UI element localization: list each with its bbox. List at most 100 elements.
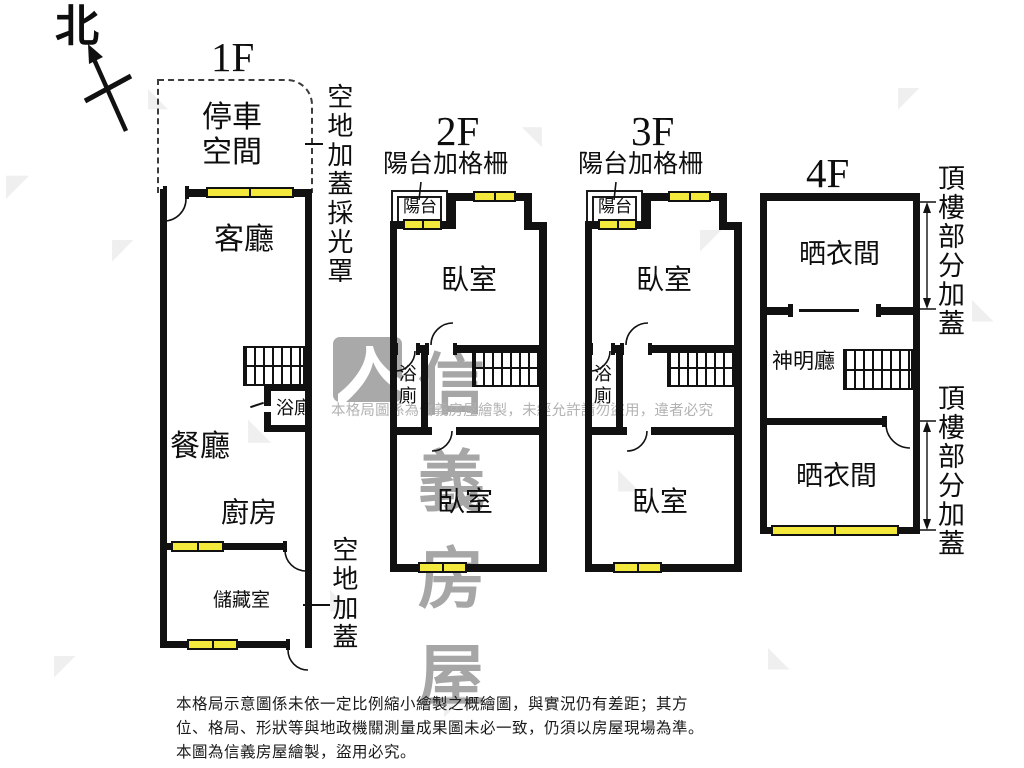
background-watermark-mark: ◣: [972, 293, 994, 324]
background-watermark-mark: ◣: [330, 583, 352, 614]
door-post: [876, 304, 881, 317]
door-arc: [163, 198, 187, 222]
room-label-living: 客廳: [214, 222, 274, 257]
annotation-open-land-cover: 空地加蓋: [327, 536, 358, 652]
room-label-bathroom-2f: 浴廁: [395, 364, 417, 408]
floor-title-3f: 3F: [631, 108, 675, 154]
window: [473, 191, 516, 202]
window: [418, 562, 467, 573]
room-label-drying-front: 晒衣間: [799, 239, 880, 270]
north-arrow-icon: [83, 44, 133, 132]
window: [613, 562, 662, 573]
disclaimer-text: 本格局示意圖係未依一定比例縮小繪製之概繪圖，與實況仍有差距；其方 位、格局、形狀…: [176, 692, 704, 764]
door-post: [882, 416, 887, 427]
room-label-bathroom-1f: 浴廁: [276, 398, 312, 419]
wall: [719, 222, 742, 230]
door-post: [416, 343, 420, 355]
window: [206, 187, 294, 198]
annotation-rooftop-cover-rear: 頂樓部分加蓋: [933, 384, 965, 558]
background-watermark-mark: ◤: [54, 649, 76, 680]
window: [403, 219, 442, 230]
door-post: [425, 343, 429, 355]
room-label-kitchen: 廚房: [221, 496, 278, 529]
wall: [539, 222, 547, 572]
wall: [651, 427, 742, 435]
annotation-balcony-grille-3f: 陽台加格柵: [578, 149, 704, 178]
room-label-bedroom-front-2f: 臥室: [441, 263, 498, 296]
door-post: [163, 186, 167, 199]
window: [598, 219, 637, 230]
door-arc: [431, 430, 453, 452]
window: [187, 639, 238, 650]
wall: [913, 193, 920, 534]
wall: [585, 221, 592, 572]
room-label-balcony-3f: 陽台: [598, 197, 632, 217]
background-watermark-mark: ◤: [898, 81, 920, 112]
door-arc: [430, 322, 454, 346]
room-label-shrine: 神明廳: [772, 349, 835, 373]
wall: [160, 189, 167, 648]
disclaimer-line: 位、格局、形狀等與地政機關測量成果圖未必一致，仍須以房屋現場為準。: [176, 719, 705, 737]
staircase: [667, 349, 734, 387]
wall: [760, 193, 920, 201]
sliding-door-leaf: [799, 309, 859, 312]
wall: [760, 418, 886, 425]
wall: [719, 193, 727, 230]
background-watermark-mark: ◥: [522, 120, 542, 150]
wall: [734, 222, 742, 572]
wall: [264, 412, 271, 432]
door-post: [589, 343, 593, 355]
door-arc: [394, 350, 416, 372]
door-post: [286, 639, 290, 650]
wall: [524, 193, 532, 230]
floor-title-4f: 4F: [806, 150, 850, 196]
background-watermark-mark: ◤: [112, 233, 134, 264]
background-watermark-mark: ◣: [768, 641, 790, 672]
door-arc: [287, 649, 309, 671]
room-label-bedroom-rear-3f: 臥室: [632, 485, 689, 518]
disclaimer-line: 本格局示意圖係未依一定比例縮小繪製之概繪圖，與實況仍有差距；其方: [176, 695, 689, 713]
wall: [880, 307, 920, 315]
door-post: [283, 541, 287, 552]
background-watermark-mark: ◤: [6, 169, 30, 202]
wall: [524, 222, 547, 230]
room-label-drying-rear: 晒衣間: [796, 461, 877, 492]
wall: [616, 353, 623, 429]
room-label-storage: 儲藏室: [213, 589, 271, 611]
room-label-dining: 餐廳: [170, 429, 230, 464]
door-arc: [625, 322, 649, 346]
wall: [585, 427, 627, 435]
window: [771, 525, 899, 536]
window: [171, 541, 224, 552]
wall: [163, 543, 285, 550]
wall: [456, 427, 547, 435]
door-arc: [626, 430, 648, 452]
dimension-arrow-front: [915, 201, 936, 310]
room-label-bedroom-front-3f: 臥室: [636, 263, 693, 296]
door-post: [620, 343, 624, 355]
background-watermark-mark: ◤: [700, 223, 722, 254]
parking-dashed-outline: [157, 79, 313, 193]
wall: [760, 307, 792, 315]
staircase: [843, 349, 913, 390]
wall: [390, 564, 547, 572]
dimension-arrow-rear: [915, 420, 936, 531]
wall: [421, 353, 428, 429]
background-watermark-mark: ◣: [618, 463, 640, 494]
balcony-leader-2f: [418, 181, 422, 201]
window: [668, 191, 711, 202]
door-post: [788, 304, 793, 317]
room-label-balcony-2f: 陽台: [403, 197, 437, 217]
wall: [305, 189, 312, 648]
floor-title-2f: 2F: [436, 108, 480, 154]
staircase: [243, 346, 305, 386]
wall: [585, 564, 742, 572]
room-label-parking: 停車空間: [202, 100, 262, 170]
wall: [760, 193, 767, 534]
sinyi-logo: [333, 337, 402, 402]
door-post: [611, 343, 615, 355]
door-post: [394, 343, 398, 355]
door-post: [648, 343, 652, 355]
